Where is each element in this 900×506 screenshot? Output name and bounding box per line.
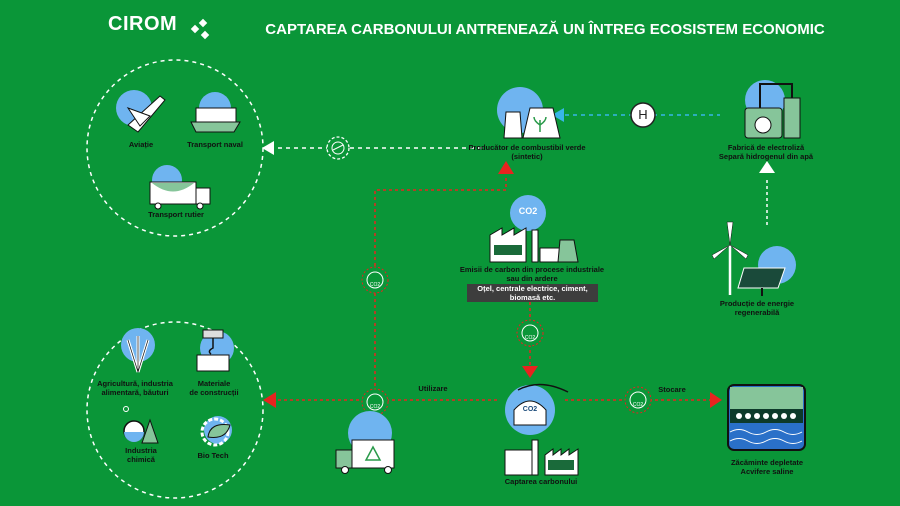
renewable-label-line2: regenerabilă: [734, 307, 780, 317]
fuel-drop-icon: [326, 136, 350, 160]
co2-label: CO2: [632, 402, 644, 408]
chemistry-label-line2: chimică: [127, 454, 155, 464]
carbon-capture-icon: [513, 383, 569, 426]
emission-sources-line1: Oțel, centrale electrice, ciment,: [477, 284, 588, 293]
storage-site-line1: Zăcăminte depletate: [730, 458, 804, 467]
chemistry-label-line1: Industria: [125, 446, 157, 455]
arrow-left-cyan: [552, 108, 564, 122]
recycling-truck-icon: [335, 439, 395, 474]
storage-site-line2: Acvifere saline: [740, 466, 794, 476]
renewable-label-line1: Producție de energie: [719, 299, 795, 308]
biotech-label: Bio Tech: [197, 451, 229, 460]
electrolysis-label-line2: Separă hidrogenul din apă: [718, 151, 814, 161]
agriculture-label-line2: alimentară, băuturi: [101, 387, 169, 397]
green-fuel-plant-icon: [503, 107, 561, 139]
arrow-up-red: [498, 161, 514, 174]
co2-badge: [624, 386, 652, 414]
arrow-up-white: [759, 161, 775, 173]
emissions-label-line1: Emisii de carbon din procese industriale: [459, 265, 605, 274]
co2-badge: [361, 266, 389, 294]
agriculture-label-line1: Agricultură, industria: [97, 379, 173, 388]
electrolysis-plant-icon: [744, 83, 801, 139]
industries-group-circle: [86, 321, 264, 499]
storage-flow-label: Stocare: [658, 385, 686, 394]
co2-badge: [516, 319, 544, 347]
biotech-gear-leaf-icon: [200, 417, 231, 447]
ship-icon: [190, 107, 241, 133]
arrow-down-red: [522, 366, 538, 378]
arrow-right-red: [710, 392, 722, 408]
solar-panel-icon: [737, 267, 786, 296]
emission-sources-line2: biomasă etc.: [509, 292, 556, 302]
co2-to-producer-line: [374, 178, 507, 400]
ship-transport-label: Transport naval: [187, 140, 243, 149]
logo-dots-icon: [190, 18, 210, 40]
co2-badge: [361, 388, 389, 416]
road-transport-label: Transport rutier: [148, 210, 204, 219]
construction-label-line1: Materiale: [197, 379, 231, 388]
chemistry-flasks-icon: [123, 406, 159, 444]
capture-label: Captarea carbonului: [504, 477, 578, 486]
producer-label-line1: Producător de combustibil verde: [468, 143, 586, 152]
emissions-label: Emisii de carbon din procese industriale…: [459, 265, 605, 283]
co2-label: CO2: [369, 282, 381, 288]
emissions-co2-cloud-bg: [510, 195, 546, 231]
producer-label-line2: (sintetic): [511, 151, 543, 161]
truck-icon: [149, 181, 211, 210]
page-title: CAPTAREA CARBONULUI ANTRENEAZĂ UN ÎNTREG…: [265, 21, 825, 38]
arrow-left-white: [262, 141, 274, 155]
co2-label: CO2: [522, 406, 538, 413]
aviation-label: Aviație: [128, 140, 154, 149]
emissions-label-line2: sau din ardere: [506, 273, 558, 283]
crane-hook-box-icon: [196, 329, 230, 372]
hydrogen-symbol: H: [638, 107, 648, 122]
wheat-icon: [126, 336, 150, 373]
utilization-label: Utilizare: [418, 384, 448, 393]
emissions-factory-icon: [489, 227, 579, 263]
producer-label: Producător de combustibil verde(sintetic…: [468, 143, 586, 161]
emission-sources-box: Oțel, centrale electrice, ciment,biomasă…: [467, 284, 598, 302]
construction-label-line2: de construcții: [189, 387, 239, 397]
electrolysis-label-line1: Fabrică de electroliză: [727, 143, 805, 152]
co2-label: CO2: [524, 335, 536, 341]
arrow-left-red: [263, 392, 276, 408]
storage-reservoir-icon: [727, 384, 806, 451]
capture-factory-icon: [504, 439, 579, 476]
wind-turbine-icon: [711, 221, 749, 295]
hydrogen-icon: [630, 102, 656, 128]
airplane-icon: [126, 95, 166, 133]
co2-label: CO2: [369, 404, 381, 410]
co2-label: CO2: [518, 206, 538, 216]
cirom-logo: CIROM: [108, 13, 178, 35]
